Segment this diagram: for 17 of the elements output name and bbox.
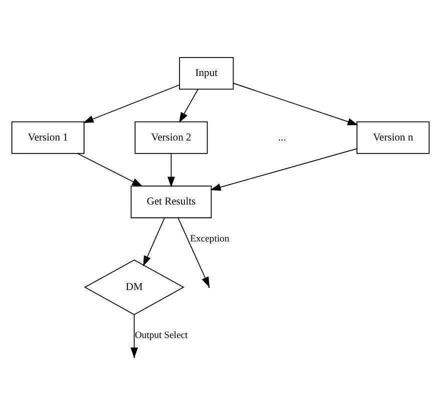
arrow (210, 148, 358, 190)
node-box: Version 1 (11, 120, 84, 154)
edge-label: Exception (190, 232, 230, 244)
arrow (143, 217, 165, 266)
arrow (233, 82, 358, 125)
arrow (178, 88, 198, 122)
node-box: Get Results (130, 185, 212, 218)
node-box: Version n (356, 120, 430, 154)
arrow (168, 152, 175, 187)
node-diamond: DM (84, 259, 184, 315)
node-box: Version 2 (134, 120, 208, 154)
label: ... (278, 132, 286, 143)
edge-label: Output Select (134, 330, 188, 341)
arrow (77, 152, 143, 186)
arrow (82, 84, 180, 122)
arrow (178, 217, 210, 287)
node-box: Input (179, 56, 234, 90)
